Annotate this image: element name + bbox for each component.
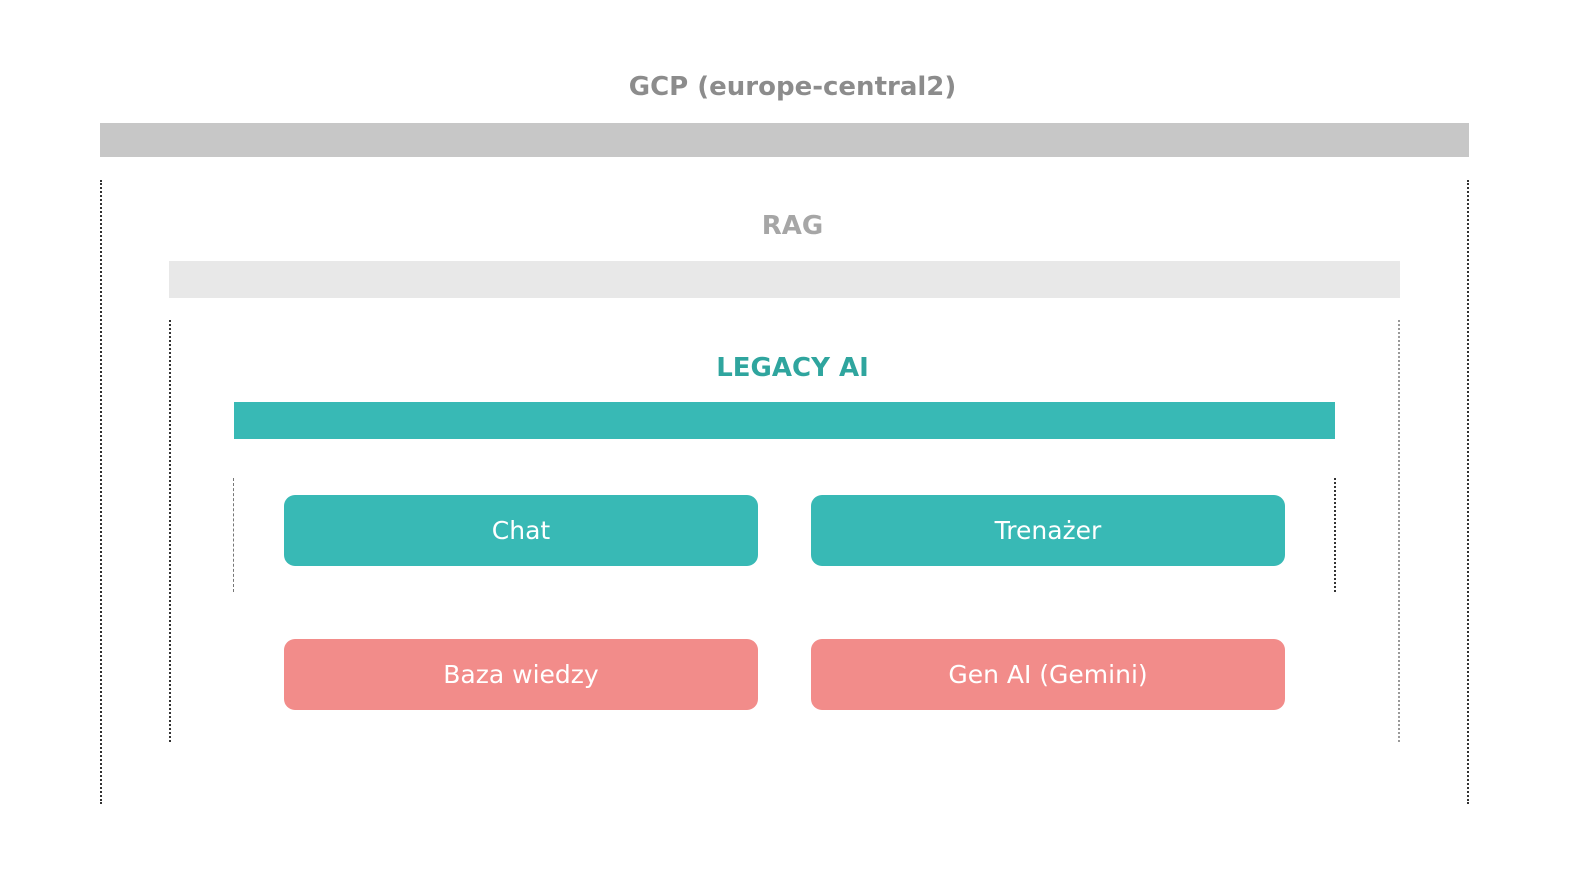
gcp-left-boundary [100, 180, 102, 804]
legacy-ai-layer-title: LEGACY AI [716, 353, 869, 383]
legacy-ai-right-boundary [1334, 478, 1336, 592]
gen-ai-box: Gen AI (Gemini) [811, 639, 1285, 710]
legacy-ai-left-boundary [233, 478, 234, 592]
rag-right-boundary [1398, 320, 1400, 742]
rag-layer-bar [169, 261, 1400, 298]
gcp-right-boundary [1467, 180, 1469, 804]
legacy-ai-layer-bar [234, 402, 1335, 439]
trenazer-label: Trenażer [994, 516, 1102, 545]
chat-box: Chat [284, 495, 758, 566]
baza-wiedzy-label: Baza wiedzy [443, 660, 599, 689]
rag-left-boundary [169, 320, 171, 742]
gen-ai-label: Gen AI (Gemini) [948, 660, 1148, 689]
trenazer-box: Trenażer [811, 495, 1285, 566]
baza-wiedzy-box: Baza wiedzy [284, 639, 758, 710]
rag-layer-title: RAG [761, 211, 824, 241]
gcp-layer-bar [100, 123, 1469, 157]
chat-label: Chat [491, 516, 551, 545]
gcp-layer-title: GCP (europe-central2) [628, 72, 957, 102]
